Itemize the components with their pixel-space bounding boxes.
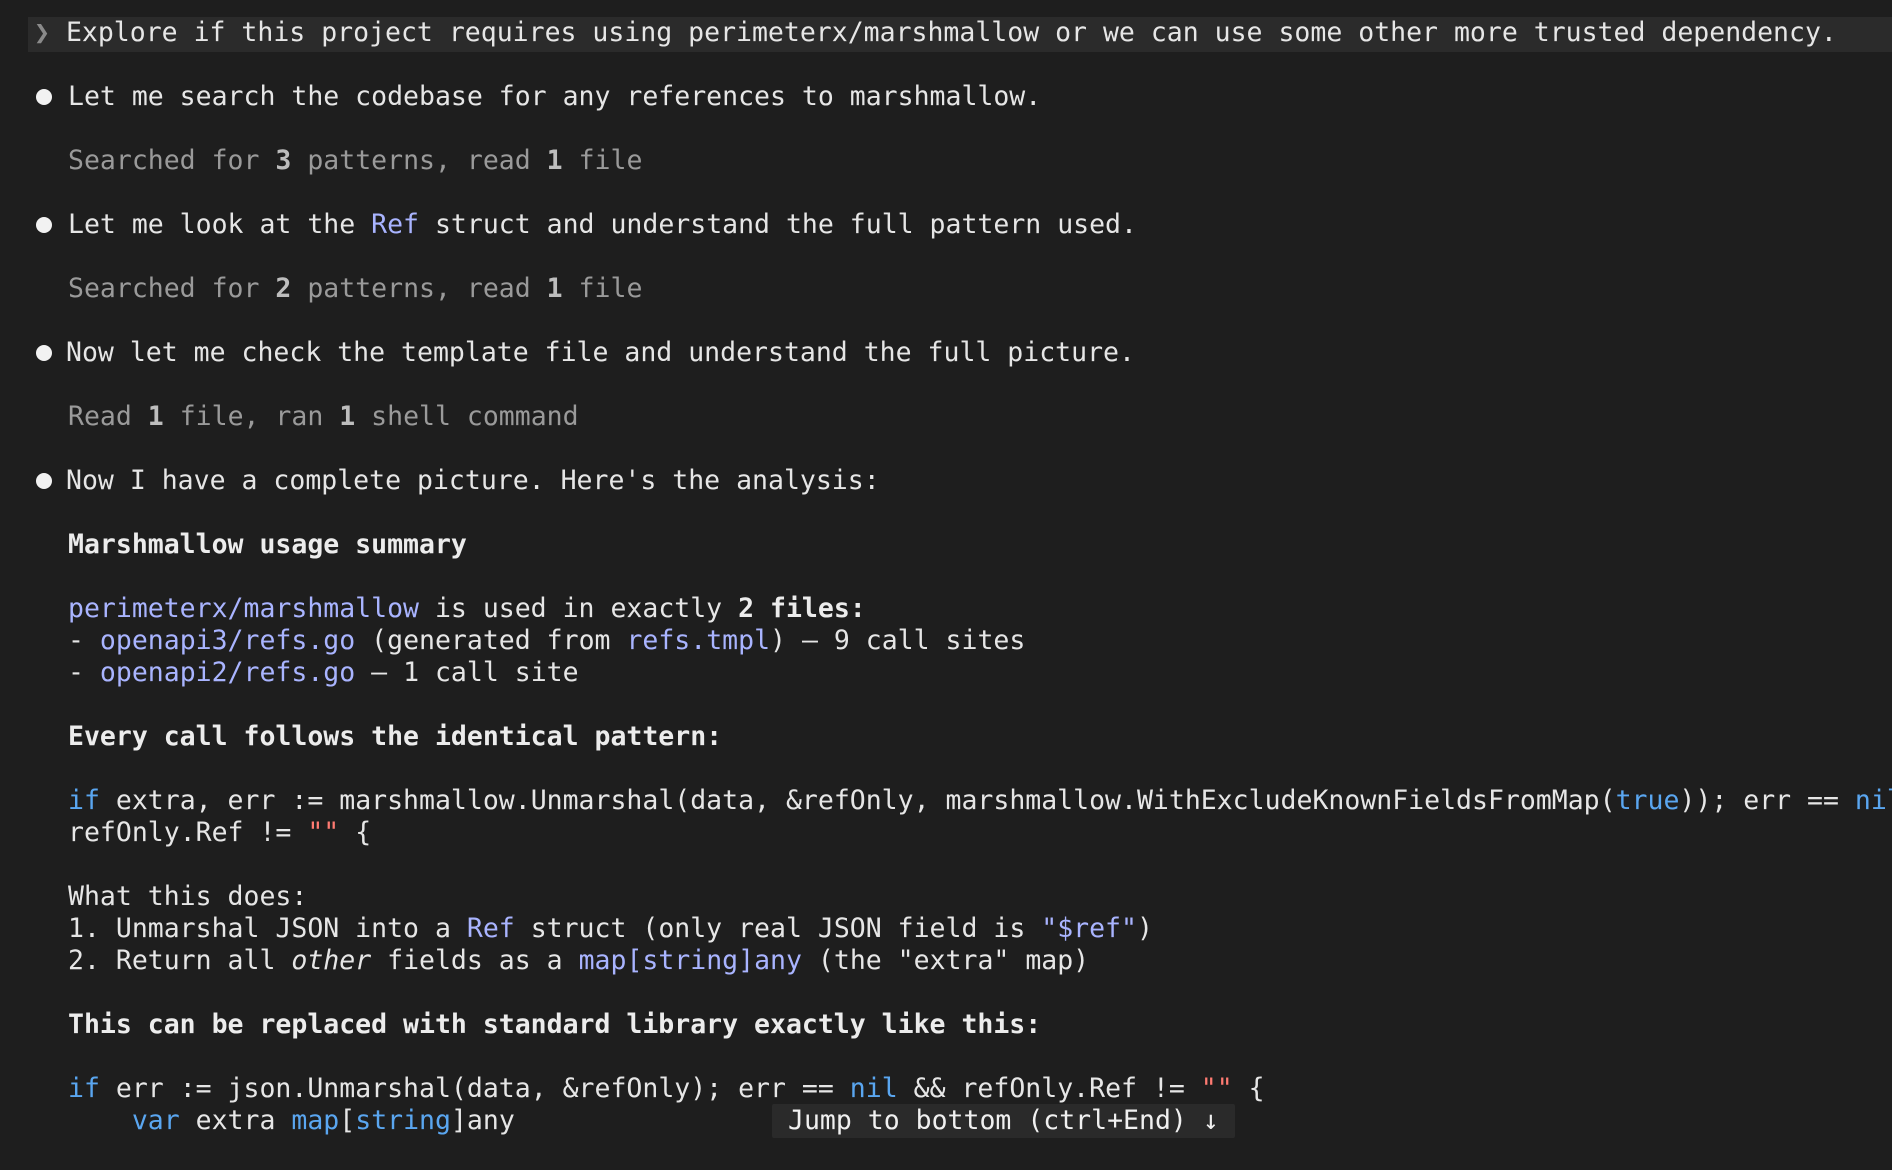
usage-file-item: - openapi3/refs.go (generated from refs.… — [68, 625, 1026, 656]
jump-to-bottom-button[interactable]: Jump to bottom (ctrl+End) ↓ — [772, 1104, 1235, 1138]
prompt-chevron-icon: ❯ — [34, 17, 50, 48]
bullet-icon — [36, 217, 52, 233]
user-prompt-bar — [28, 17, 1892, 52]
tool-activity-summary[interactable]: Searched for 2 patterns, read 1 file — [68, 273, 643, 304]
bullet-icon — [36, 345, 52, 361]
inline-code: Ref — [371, 209, 420, 240]
list-item: 1. Unmarshal JSON into a Ref struct (onl… — [68, 913, 1153, 944]
tool-activity-summary[interactable]: Read 1 file, ran 1 shell command — [68, 401, 579, 432]
code-line: if extra, err := marshmallow.Unmarshal(d… — [68, 785, 1892, 816]
usage-line: perimeterx/marshmallow is used in exactl… — [68, 593, 866, 624]
assistant-message: Let me look at the Ref struct and unders… — [68, 209, 1137, 240]
tool-activity-summary[interactable]: Searched for 3 patterns, read 1 file — [68, 145, 643, 176]
code-line: refOnly.Ref != "" { — [68, 817, 372, 848]
usage-file-item: - openapi2/refs.go — 1 call site — [68, 657, 579, 688]
list-item: 2. Return all other fields as a map[stri… — [68, 945, 1090, 976]
assistant-message: Now I have a complete picture. Here's th… — [66, 465, 880, 496]
assistant-message: Let me search the codebase for any refer… — [68, 81, 1042, 112]
section-heading: Every call follows the identical pattern… — [68, 721, 723, 752]
section-heading: Marshmallow usage summary — [68, 529, 467, 560]
bullet-icon — [36, 89, 52, 105]
code-line: if err := json.Unmarshal(data, &refOnly)… — [68, 1073, 1265, 1104]
code-line: var extra map[string]any — [131, 1105, 515, 1136]
subheading: What this does: — [68, 881, 308, 912]
section-heading: This can be replaced with standard libra… — [68, 1009, 1042, 1040]
bullet-icon — [36, 473, 52, 489]
assistant-message: Now let me check the template file and u… — [66, 337, 1135, 368]
user-prompt: ❯ Explore if this project requires using… — [34, 17, 1837, 49]
prompt-text: Explore if this project requires using p… — [65, 17, 1837, 48]
